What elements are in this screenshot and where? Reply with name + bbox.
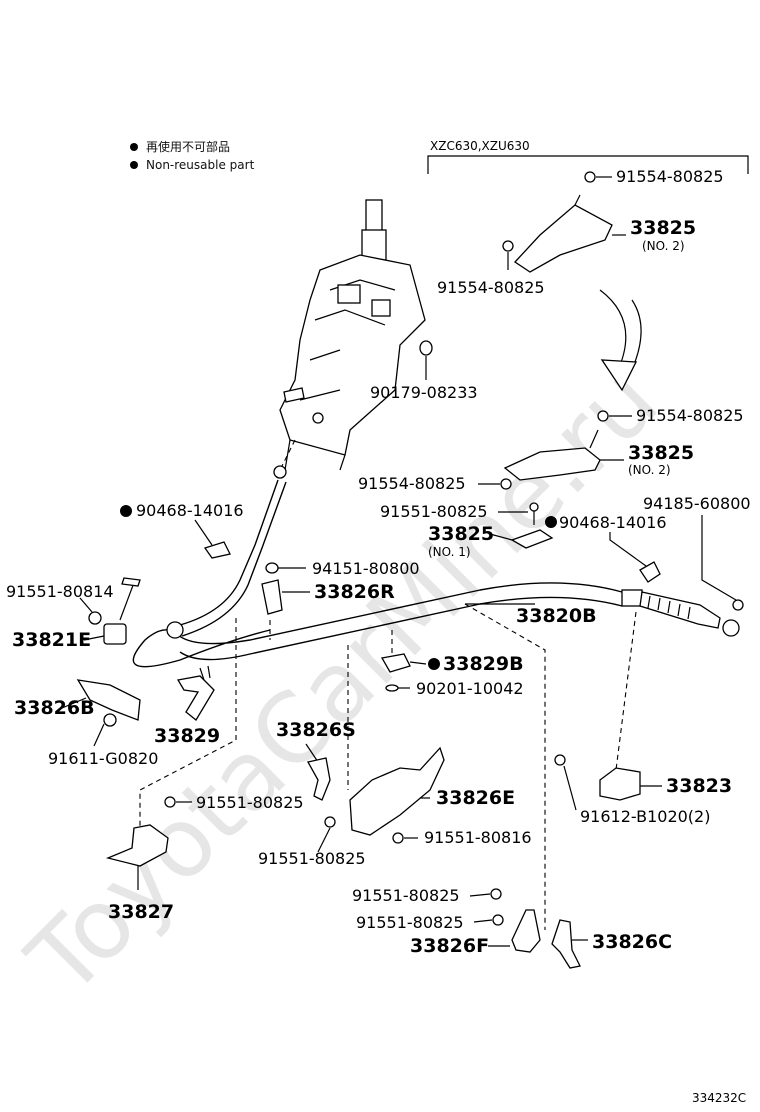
callout-33825-b: 33825 [628,442,694,464]
callout-33826S: 33826S [276,719,356,741]
callout-90201-10042: 90201-10042 [416,679,524,698]
legend-en: Non-reusable part [146,158,255,172]
model-bracket [427,155,749,174]
bracket-33826f [511,909,541,953]
callout-33826C: 33826C [592,931,672,953]
bracket-33826s [307,757,331,801]
bolt-icon [502,240,514,252]
callout-33826B: 33826B [14,697,95,719]
callout-33825-a-sub: (NO. 2) [642,239,685,253]
callout-91551-80825-d: 91551-80825 [352,886,460,905]
bolt-icon [584,171,596,183]
bracket-33825-no1 [510,529,554,549]
bracket-33827 [105,824,169,867]
non-reusable-bullet-icon [545,516,557,528]
bolt-icon [500,478,512,490]
rod [119,579,136,621]
callout-91551-80814: 91551-80814 [6,582,114,601]
callout-33825-b-sub: (NO. 2) [628,463,671,477]
callout-91611-G0820: 91611-G0820 [48,749,158,768]
bracket-33826c [551,919,581,969]
callout-33826R: 33826R [314,581,395,603]
bracket-33825-no2-top [514,204,613,273]
callout-33827: 33827 [108,901,174,923]
leader [279,439,296,471]
part-33821e [103,623,127,645]
callout-91551-80825-e: 91551-80825 [356,913,464,932]
callout-33825-a: 33825 [630,217,696,239]
callout-94151-80800: 94151-80800 [312,559,420,578]
cable-33820b [132,582,623,668]
callout-33821E: 33821E [12,629,91,651]
cable-end-right [621,589,740,637]
callout-33826E: 33826E [436,787,515,809]
shift-lever-assembly-drawing [279,199,426,471]
callout-33825-c-sub: (NO. 1) [428,545,471,559]
nut-94151-80800 [265,562,279,574]
callout-90468-14016-b: 90468-14016 [559,513,667,532]
non-reusable-bullet-icon [428,658,440,670]
bolt-icon [103,713,117,727]
callout-90468-14016-a: 90468-14016 [136,501,244,520]
callout-33823: 33823 [666,775,732,797]
callout-33820B: 33820B [516,605,597,627]
callout-94185-60800: 94185-60800 [643,494,751,513]
bolt-icon [164,796,176,808]
callout-90179-08233: 90179-08233 [370,383,478,402]
clip-90468-14016 [639,561,661,583]
bolt-icon [490,888,502,900]
model-bracket-label: XZC630,XZU630 [430,139,530,153]
bolt-icon [392,832,404,844]
clip-94185-60800 [732,599,744,611]
legend-bullet-icon [130,161,138,169]
clip-90468-14016-left [203,541,231,559]
callout-91554-80825-c: 91554-80825 [636,406,744,425]
callout-91551-80825-b: 91551-80825 [196,793,304,812]
legend-jp: 再使用不可部品 [146,139,230,154]
non-reusable-bullet-icon [120,505,132,517]
cable-upper [179,479,279,626]
bolt-icon [597,410,609,422]
nut-90179-08233 [419,340,433,356]
bolt-icon [492,914,504,926]
callout-33829B: 33829B [443,653,524,675]
bolt-icon [529,502,539,512]
figure-code: 334232C [692,1091,746,1105]
callout-91554-80825-b: 91554-80825 [437,278,545,297]
callout-33829: 33829 [154,725,220,747]
legend-bullet-icon [130,143,138,151]
arrow-icon [599,289,627,371]
washer-90201-10042 [385,684,399,692]
callout-91554-80825-a: 91554-80825 [616,167,724,186]
callout-91551-80825-a: 91551-80825 [380,502,488,521]
callout-91551-80816: 91551-80816 [424,828,532,847]
callout-91612-B1020: 91612-B1020(2) [580,807,710,826]
callout-33826F: 33826F [410,935,489,957]
bolt-icon [554,754,566,766]
bolt-icon [88,611,102,625]
clip-33829 [176,675,215,721]
callout-91551-80825-c: 91551-80825 [258,849,366,868]
bracket-33826e [349,746,445,836]
bracket-33826b [76,679,141,721]
bracket-33825-no2-mid [503,447,601,481]
callout-33825-c: 33825 [428,523,494,545]
bolt-icon [324,816,336,828]
clamp-33826r [261,579,283,615]
bracket-33823 [599,767,641,801]
callout-91554-80825-d: 91554-80825 [358,474,466,493]
clamp-33829b [380,653,411,673]
